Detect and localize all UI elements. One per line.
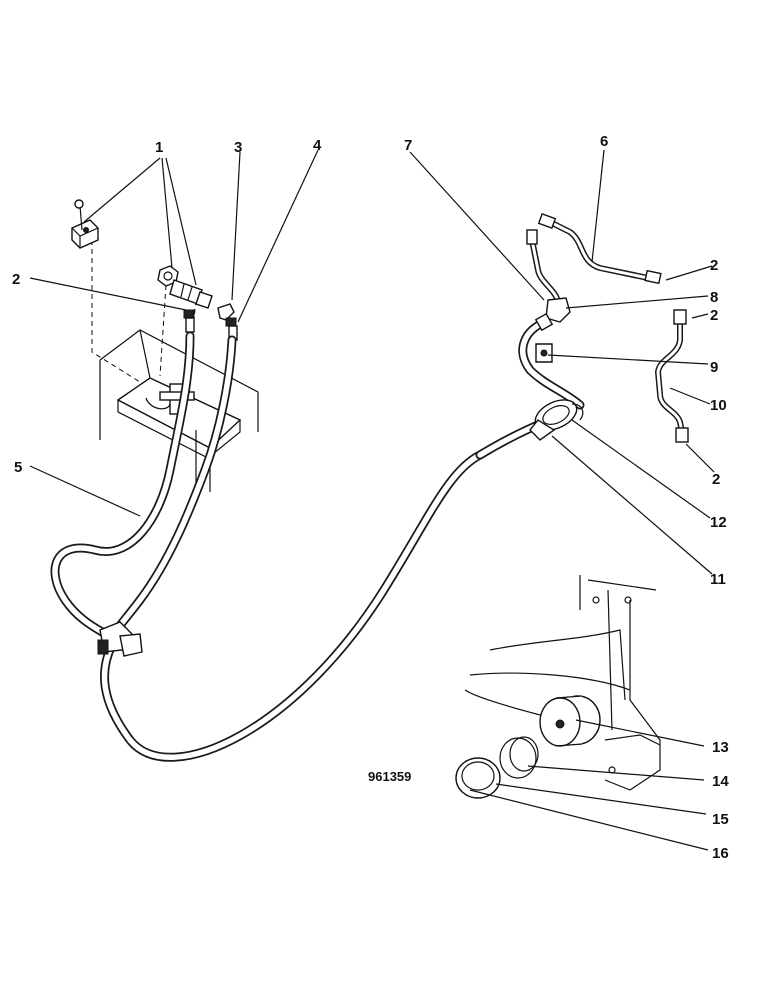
callout-13: 13 <box>712 739 729 756</box>
cap-15-16 <box>455 757 501 799</box>
pipe-6-7 <box>526 213 662 305</box>
callout-15: 15 <box>712 811 729 828</box>
callout-1: 1 <box>155 139 163 156</box>
callout-3: 3 <box>234 139 242 156</box>
tee-8 <box>534 297 571 363</box>
callout-2-lower-right: 2 <box>712 471 720 488</box>
callout-16: 16 <box>712 845 729 862</box>
callouts: 1 2 3 4 5 6 7 2 8 2 9 10 2 12 11 13 14 1… <box>12 133 729 862</box>
callout-2-mid-right: 2 <box>710 307 718 324</box>
figure-reference-number: 961359 <box>368 769 411 784</box>
callout-7: 7 <box>404 137 412 154</box>
hose-right <box>475 317 585 460</box>
hose-tee-fitting <box>97 621 143 657</box>
callout-6: 6 <box>600 133 608 150</box>
buffer-13 <box>539 695 601 747</box>
fittings-left <box>157 265 238 341</box>
pipe-10 <box>655 309 689 443</box>
callout-10: 10 <box>710 397 727 414</box>
callout-9: 9 <box>710 359 718 376</box>
circlip-14 <box>499 736 539 779</box>
callout-12: 12 <box>710 514 727 531</box>
callout-11: 11 <box>710 571 726 588</box>
gauge-11-12 <box>529 399 584 441</box>
leader-lines <box>29 149 715 851</box>
callout-8: 8 <box>710 289 718 306</box>
callout-5: 5 <box>14 459 22 476</box>
callout-2-top-right: 2 <box>710 257 718 274</box>
hose-5 <box>50 331 485 762</box>
frame-leg <box>464 575 661 791</box>
alignment-dashes <box>91 240 197 383</box>
callout-14: 14 <box>712 773 729 790</box>
callout-4: 4 <box>313 137 322 154</box>
valve-block <box>71 199 99 249</box>
callout-2-left: 2 <box>12 271 20 288</box>
